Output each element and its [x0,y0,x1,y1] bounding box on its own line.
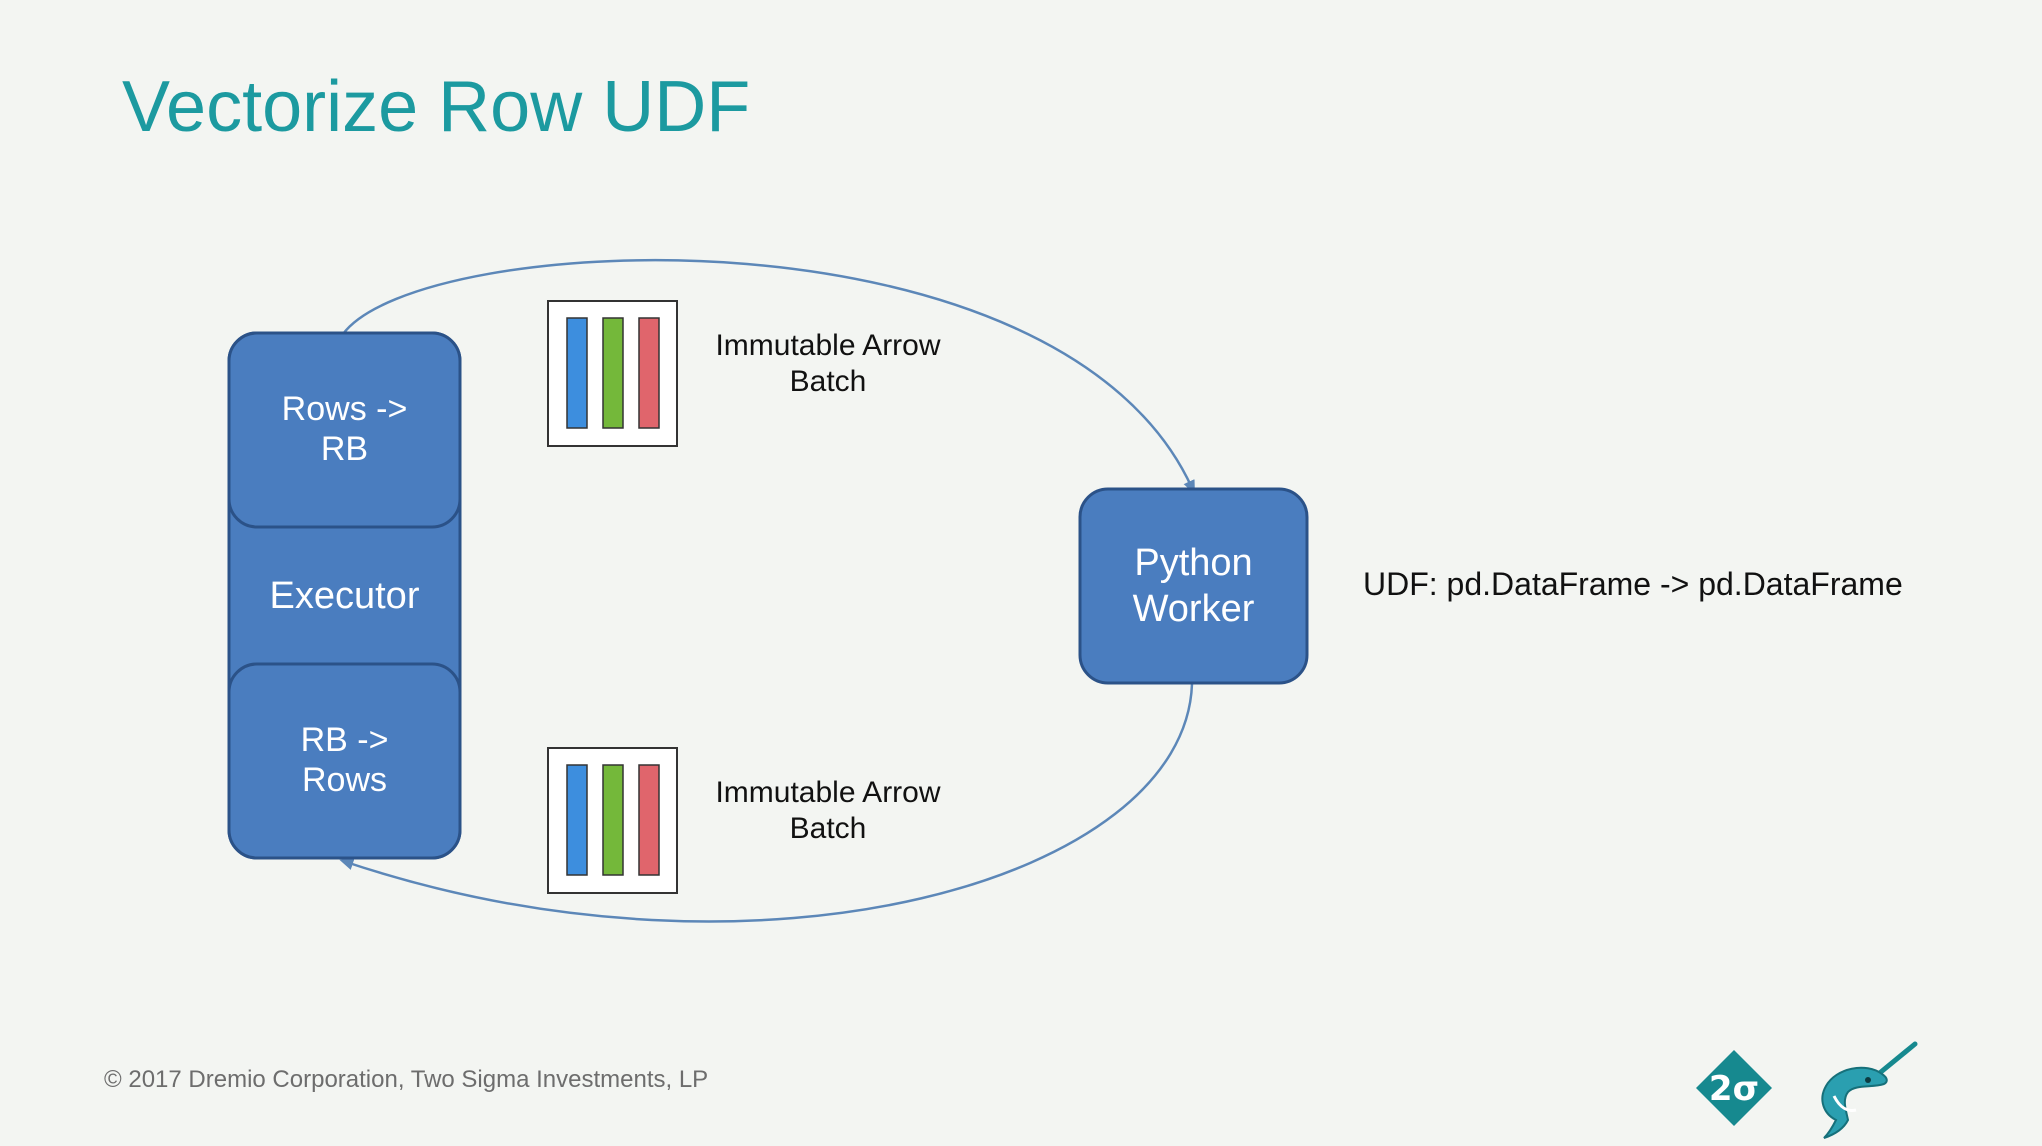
two-sigma-logo-text: 2σ [1709,1069,1759,1109]
python-worker-box [1078,487,1309,685]
python-worker-label: Python Worker [1132,542,1255,630]
two-sigma-logo-icon: 2σ [1696,1050,1772,1126]
batch-column [638,317,660,429]
udf-signature: UDF: pd.DataFrame -> pd.DataFrame [1363,566,1903,602]
copyright-footer: © 2017 Dremio Corporation, Two Sigma Inv… [104,1066,709,1093]
flow-arrow-to-worker [341,258,1195,495]
arrow-batch-icon-top [547,300,678,447]
flow-arrow-to-executor [339,683,1194,923]
rows-to-rb-box [227,331,462,529]
batch-column [638,764,660,876]
batch-column [602,317,624,429]
batch-label-bottom: Immutable Arrow Batch [715,776,941,845]
rb-to-rows-label: RB -> Rows [300,721,389,799]
rb-to-rows-box [227,662,462,860]
arrow-batch-icon-bottom [547,747,678,894]
batch-column [602,764,624,876]
batch-label-top: Immutable Arrow Batch [715,329,941,398]
batch-column [566,317,588,429]
batch-column [566,764,588,876]
slide-title: Vectorize Row UDF [122,67,751,147]
rows-to-rb-label: Rows -> RB [281,390,408,468]
executor-label: Executor [269,575,420,617]
narwhal-logo-icon [1821,1041,1918,1139]
